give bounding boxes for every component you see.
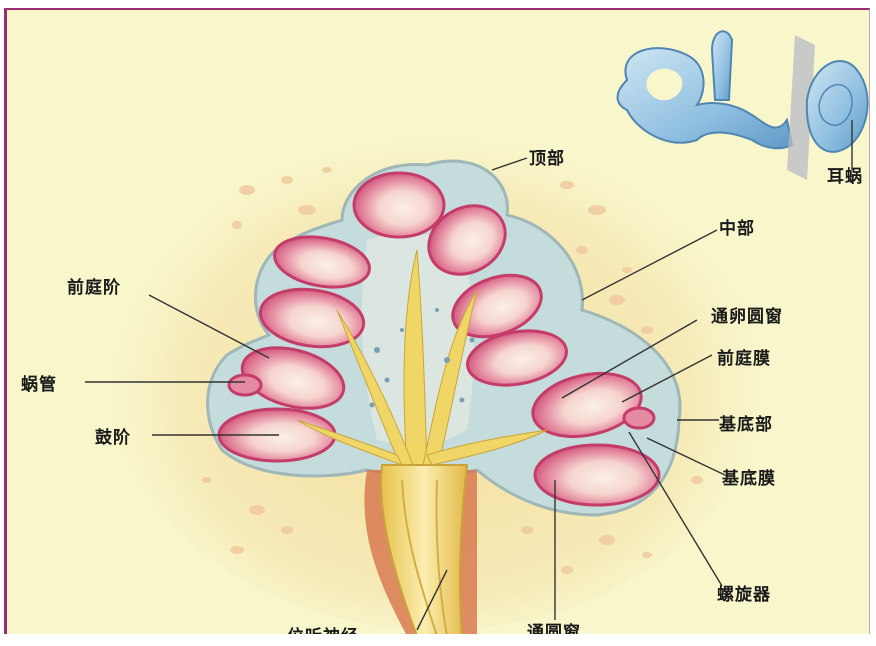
- cochlea-spiral: [807, 61, 868, 152]
- label-scala-tympani: 鼓阶: [95, 423, 131, 448]
- label-organ-of-corti: 螺旋器: [717, 580, 771, 605]
- chamber-low-right-lower: [535, 445, 659, 505]
- label-vestibular-membrane: 前庭膜: [717, 344, 771, 369]
- diagram-frame: 顶部 中部 耳蜗 前庭阶 蜗管 鼓阶 通卵圆窗 前庭膜 基底部 基底膜 螺旋器 …: [4, 8, 870, 634]
- duct-right: [624, 408, 654, 428]
- label-middle: 中部: [719, 214, 755, 239]
- label-basilar-membrane: 基底膜: [722, 464, 776, 489]
- label-oval-window: 通卵圆窗: [711, 302, 783, 327]
- chamber-apex-left: [354, 173, 444, 237]
- label-round-window: 通圆窗: [527, 618, 581, 634]
- cochlear-duct-small: [229, 375, 261, 395]
- label-apex: 顶部: [529, 144, 565, 169]
- label-nerve: 位听神经: [287, 622, 359, 634]
- inner-ear-inset: [618, 31, 868, 180]
- label-cochlear-duct: 蜗管: [21, 370, 57, 395]
- label-scala-vestibuli: 前庭阶: [67, 273, 121, 298]
- label-base: 基底部: [719, 410, 773, 435]
- label-cochlea: 耳蜗: [827, 162, 863, 187]
